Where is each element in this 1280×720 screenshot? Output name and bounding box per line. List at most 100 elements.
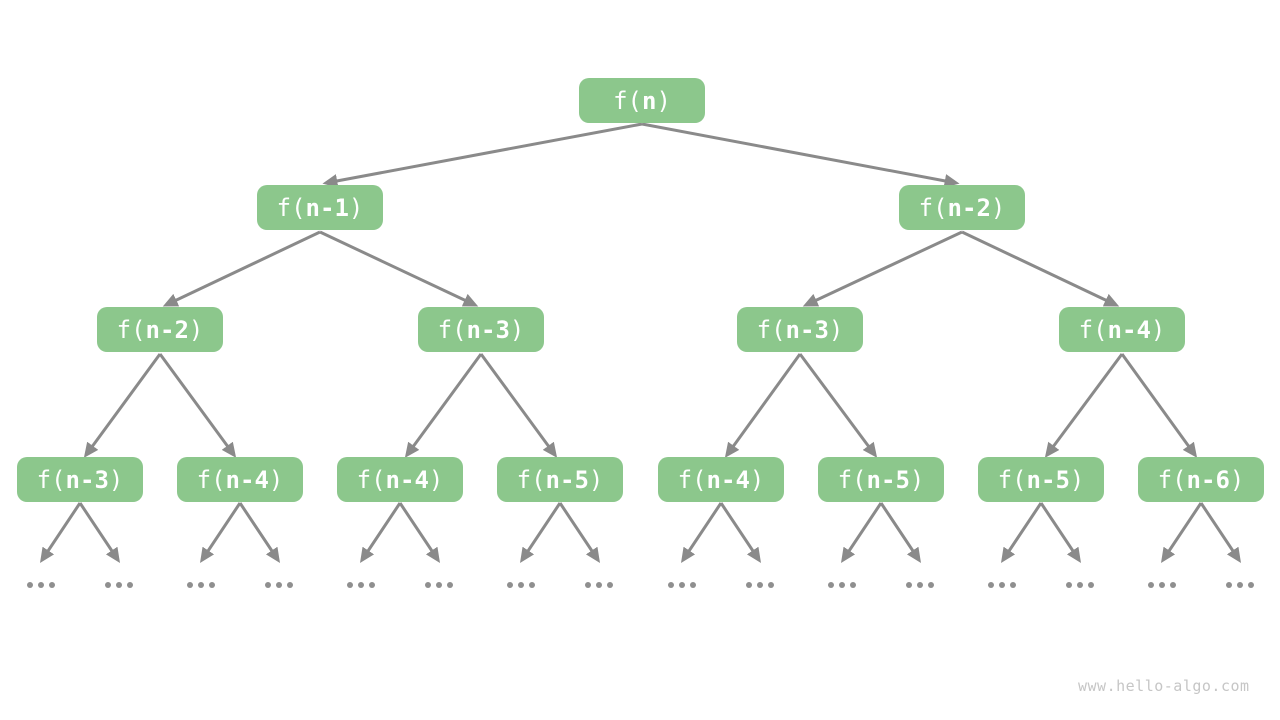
node-text-arg: n-4: [225, 465, 269, 494]
ellipsis: [828, 582, 856, 588]
edge-arrow: [1044, 353, 1124, 458]
tree-node: f(n-3): [737, 307, 863, 352]
ellipsis: [507, 582, 535, 588]
edge-arrow: [724, 353, 802, 458]
edge-arrow: [961, 230, 1120, 307]
node-text-arg: n-5: [1026, 465, 1070, 494]
node-text-arg: n: [642, 86, 657, 115]
node-text-suffix: ): [1069, 465, 1085, 494]
edge-arrow: [158, 353, 237, 458]
edge-arrow: [719, 502, 761, 563]
tree-node: f(n-4): [1059, 307, 1185, 352]
ellipsis: [425, 582, 453, 588]
ellipsis: [1226, 582, 1254, 588]
node-text-prefix: f(: [356, 465, 386, 494]
tree-node: f(n-4): [177, 457, 303, 502]
node-text-prefix: f(: [837, 465, 867, 494]
edge-arrow: [841, 502, 883, 563]
node-text-suffix: ): [656, 86, 671, 115]
node-text-arg: n-5: [545, 465, 589, 494]
tree-node: f(n-5): [818, 457, 944, 502]
ellipsis: [1148, 582, 1176, 588]
tree-node: f(n): [579, 78, 705, 123]
node-text-suffix: ): [1229, 465, 1245, 494]
ellipsis: [1066, 582, 1094, 588]
node-text-prefix: f(: [437, 315, 467, 344]
edge-arrow: [322, 122, 643, 188]
edge-arrow: [641, 122, 960, 188]
node-text-prefix: f(: [36, 465, 66, 494]
tree-node: f(n-2): [899, 185, 1025, 230]
node-text-prefix: f(: [756, 315, 786, 344]
node-text-arg: n-2: [947, 193, 991, 222]
ellipsis: [187, 582, 215, 588]
node-text-arg: n-3: [65, 465, 109, 494]
tree-node: f(n-3): [17, 457, 143, 502]
tree-node: f(n-5): [978, 457, 1104, 502]
ellipsis: [668, 582, 696, 588]
ellipsis: [988, 582, 1016, 588]
node-text-arg: n-6: [1186, 465, 1230, 494]
node-text-arg: n-2: [145, 315, 189, 344]
edge-arrow: [200, 502, 242, 563]
edge-arrow: [83, 353, 162, 458]
node-text-suffix: ): [268, 465, 284, 494]
edge-arrow: [1001, 502, 1043, 563]
node-text-prefix: f(: [677, 465, 707, 494]
node-text-arg: n-3: [785, 315, 829, 344]
tree-node: f(n-6): [1138, 457, 1264, 502]
watermark-text: www.hello-algo.com: [1078, 677, 1250, 695]
edge-arrow: [398, 502, 440, 563]
edge-arrow: [238, 502, 280, 563]
tree-node: f(n-4): [337, 457, 463, 502]
node-text-suffix: ): [509, 315, 525, 344]
edge-arrow: [879, 502, 921, 563]
tree-node: f(n-4): [658, 457, 784, 502]
node-text-prefix: f(: [1157, 465, 1187, 494]
edge-arrow: [319, 230, 479, 307]
edge-arrow: [1199, 502, 1241, 563]
node-text-arg: n-5: [866, 465, 910, 494]
node-text-prefix: f(: [276, 193, 306, 222]
node-text-suffix: ): [348, 193, 364, 222]
edge-arrow: [798, 353, 878, 458]
node-text-arg: n-1: [305, 193, 349, 222]
ellipsis: [105, 582, 133, 588]
node-text-prefix: f(: [918, 193, 948, 222]
tree-node: f(n-1): [257, 185, 383, 230]
node-text-arg: n-4: [385, 465, 429, 494]
node-text-prefix: f(: [516, 465, 546, 494]
edge-arrow: [520, 502, 562, 563]
ellipsis: [265, 582, 293, 588]
ellipsis: [347, 582, 375, 588]
edge-arrow: [479, 353, 558, 458]
node-text-prefix: f(: [613, 86, 642, 115]
node-text-suffix: ): [108, 465, 124, 494]
node-text-arg: n-3: [466, 315, 510, 344]
edge-arrow: [681, 502, 723, 563]
node-text-suffix: ): [909, 465, 925, 494]
node-text-prefix: f(: [196, 465, 226, 494]
edge-arrow: [404, 353, 483, 458]
edge-arrow: [1120, 353, 1198, 458]
node-text-suffix: ): [188, 315, 204, 344]
node-text-prefix: f(: [1078, 315, 1108, 344]
node-text-arg: n-4: [1107, 315, 1151, 344]
ellipsis: [27, 582, 55, 588]
node-text-suffix: ): [749, 465, 765, 494]
edge-arrow: [78, 502, 120, 563]
edge-arrow: [162, 230, 321, 307]
edge-arrow: [1039, 502, 1081, 563]
node-text-suffix: ): [588, 465, 604, 494]
edge-arrow: [802, 230, 963, 307]
node-text-suffix: ): [990, 193, 1006, 222]
edge-arrow: [360, 502, 402, 563]
node-text-prefix: f(: [997, 465, 1027, 494]
ellipsis: [746, 582, 774, 588]
ellipsis: [906, 582, 934, 588]
node-text-suffix: ): [828, 315, 844, 344]
node-text-suffix: ): [428, 465, 444, 494]
node-text-suffix: ): [1150, 315, 1166, 344]
